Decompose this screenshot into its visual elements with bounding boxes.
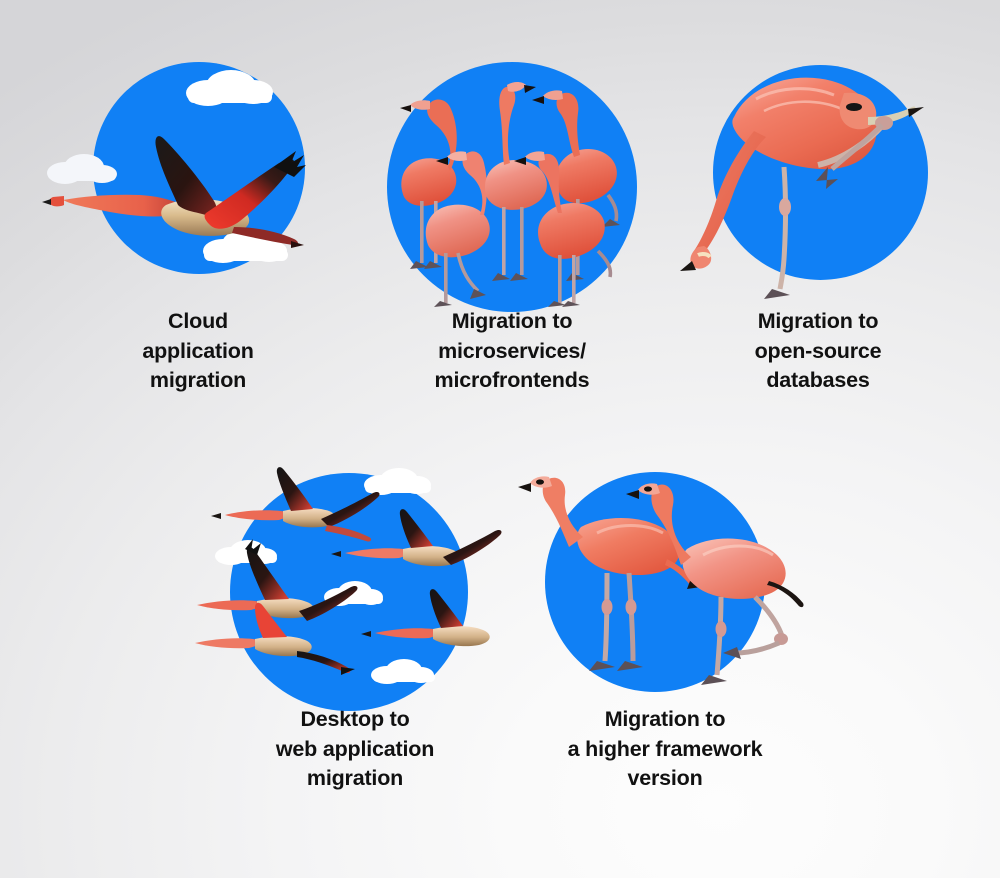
flamingo-beak: [680, 261, 696, 271]
artwork-migration-to-a-higher-framework-version: [515, 453, 815, 703]
item-migration-to-open-source-databases[interactable]: Migration to open-source databases: [668, 55, 968, 396]
flamingo-beak: [42, 199, 51, 205]
artwork-migration-to-microservices: [362, 55, 662, 312]
item-caption: Migration to microservices/ microfronten…: [434, 309, 590, 392]
item-caption: Desktop to web application migration: [275, 707, 435, 790]
flamingo-feet: [291, 241, 304, 248]
blue-disc: [93, 62, 305, 274]
item-migration-to-a-higher-framework-version[interactable]: Migration to a higher framework version: [515, 453, 815, 794]
blue-disc: [230, 473, 468, 711]
item-desktop-to-web-application-migration[interactable]: Desktop to web application migration: [195, 453, 505, 794]
blue-disc: [387, 62, 637, 312]
blue-disc: [545, 472, 765, 692]
item-caption: Migration to a higher framework version: [567, 707, 763, 790]
item-caption: Migration to open-source databases: [754, 309, 882, 392]
item-caption: Cloud application migration: [142, 309, 254, 392]
flamingo-foot: [764, 289, 790, 299]
artwork-desktop-to-web-application-migration: [195, 453, 505, 711]
flamingo-head: [49, 196, 64, 207]
item-migration-to-microservices[interactable]: Migration to microservices/ microfronten…: [362, 55, 662, 396]
item-cloud-application-migration[interactable]: Cloud application migration: [42, 55, 348, 396]
artwork-cloud-application-migration: [42, 55, 348, 305]
artwork-migration-to-open-source-databases: [668, 55, 968, 305]
blue-disc: [713, 65, 928, 280]
